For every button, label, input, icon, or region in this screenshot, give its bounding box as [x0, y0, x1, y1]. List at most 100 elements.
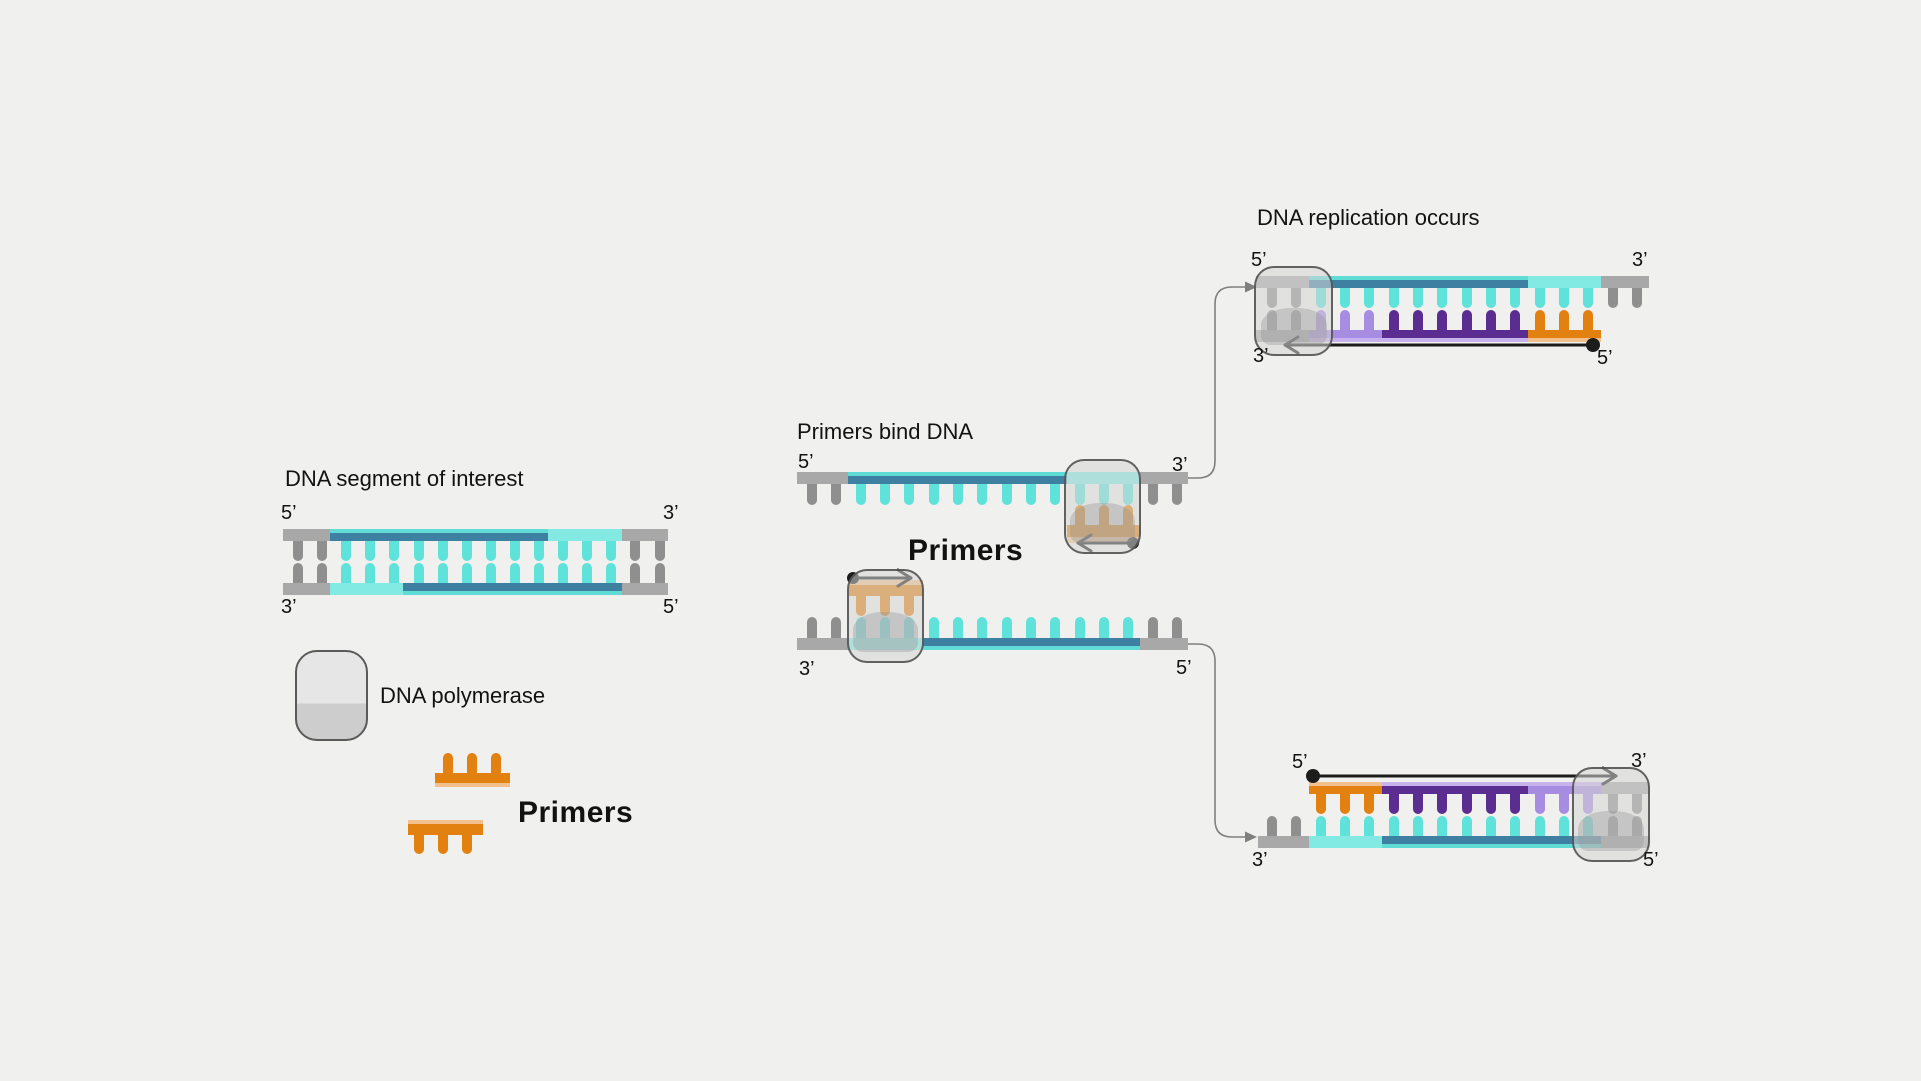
base-tooth	[461, 541, 472, 561]
base-tooth	[1510, 288, 1521, 308]
dna-polymerase-icon	[847, 569, 924, 663]
base-tooth	[582, 563, 593, 583]
base-tooth	[630, 563, 641, 583]
backbone-segment	[1258, 836, 1309, 848]
base-tooth	[1412, 816, 1423, 836]
base-tooth	[1558, 794, 1569, 814]
backbone-segment	[1528, 330, 1601, 342]
backbone-segment	[797, 638, 848, 650]
base-tooth	[1315, 816, 1326, 836]
base-tooth	[606, 541, 617, 561]
base-tooth	[1485, 310, 1496, 330]
backbone-segment	[1601, 276, 1649, 288]
base-tooth	[654, 541, 665, 561]
base-tooth	[1147, 617, 1158, 638]
base-tooth	[1364, 816, 1375, 836]
base-tooth	[1485, 288, 1496, 308]
base-tooth	[904, 484, 915, 505]
backbone-segment	[1382, 330, 1528, 342]
base-tooth	[807, 617, 817, 638]
backbone-segment	[1309, 276, 1528, 288]
base-tooth	[928, 617, 939, 638]
base-tooth	[389, 563, 400, 583]
primer-tooth	[443, 753, 453, 773]
base-tooth	[977, 484, 988, 505]
base-tooth	[630, 541, 641, 561]
base-tooth	[509, 541, 520, 561]
base-tooth	[1485, 794, 1496, 814]
base-tooth	[1388, 794, 1399, 814]
polymerase-dome	[1070, 502, 1135, 543]
base-tooth	[317, 541, 328, 561]
base-tooth	[1558, 288, 1569, 308]
base-tooth	[1291, 816, 1302, 836]
base-tooth	[437, 541, 448, 561]
backbone-segment	[1382, 836, 1601, 848]
base-tooth	[855, 484, 866, 505]
primer-backbone	[408, 824, 483, 835]
base-tooth	[1607, 288, 1618, 308]
backbone-segment	[283, 583, 330, 595]
base-tooth	[1001, 617, 1012, 638]
base-tooth	[1510, 816, 1521, 836]
backbone-segment	[403, 583, 622, 595]
base-tooth	[654, 563, 665, 583]
dna-polymerase-icon	[1572, 767, 1650, 862]
base-tooth	[413, 541, 424, 561]
backbone-segment	[1309, 836, 1382, 848]
base-tooth	[952, 617, 963, 638]
base-tooth	[1339, 310, 1350, 330]
base-tooth	[1315, 794, 1326, 814]
base-tooth	[1437, 794, 1448, 814]
backbone-segment	[1528, 276, 1601, 288]
backbone-segment	[923, 638, 1140, 650]
base-tooth	[293, 541, 303, 561]
base-tooth	[1510, 310, 1521, 330]
primer-tooth	[467, 753, 477, 773]
base-tooth	[1485, 816, 1496, 836]
base-tooth	[1461, 310, 1472, 330]
base-tooth	[1098, 617, 1109, 638]
base-tooth	[1631, 288, 1642, 308]
base-tooth	[341, 541, 352, 561]
base-tooth	[389, 541, 400, 561]
base-tooth	[341, 563, 352, 583]
base-tooth	[1558, 310, 1569, 330]
base-tooth	[485, 563, 496, 583]
base-tooth	[1364, 310, 1375, 330]
backbone-segment	[1140, 638, 1188, 650]
base-tooth	[582, 541, 593, 561]
base-tooth	[831, 617, 842, 638]
backbone-segment	[330, 529, 548, 541]
base-tooth	[1147, 484, 1158, 505]
base-tooth	[1510, 794, 1521, 814]
base-tooth	[928, 484, 939, 505]
base-tooth	[1534, 816, 1545, 836]
base-tooth	[1025, 484, 1036, 505]
base-tooth	[1364, 794, 1375, 814]
backbone-segment	[283, 529, 330, 541]
base-tooth	[1558, 816, 1569, 836]
base-tooth	[437, 563, 448, 583]
base-tooth	[1171, 617, 1182, 638]
base-tooth	[1534, 310, 1545, 330]
backbone-segment	[1382, 782, 1528, 794]
base-tooth	[293, 563, 303, 583]
base-tooth	[1339, 794, 1350, 814]
dna-polymerase-icon	[1254, 266, 1333, 356]
base-tooth	[1123, 617, 1134, 638]
base-tooth	[1388, 288, 1399, 308]
base-tooth	[1412, 310, 1423, 330]
base-tooth	[1339, 816, 1350, 836]
base-tooth	[1461, 794, 1472, 814]
base-tooth	[1388, 816, 1399, 836]
base-tooth	[461, 563, 472, 583]
primer-tooth	[491, 753, 501, 773]
primer-backbone-highlight	[408, 820, 483, 825]
base-tooth	[879, 484, 890, 505]
base-tooth	[1388, 310, 1399, 330]
backbone-segment	[848, 472, 1067, 484]
base-tooth	[1437, 816, 1448, 836]
